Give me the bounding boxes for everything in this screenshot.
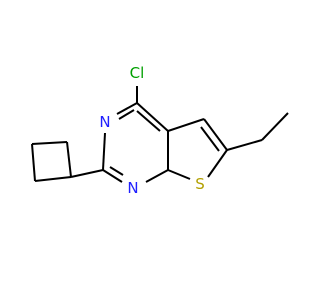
bond-c2-n1-inner	[109, 166, 124, 176]
bond-c2-cyclobutyl	[70, 169, 104, 178]
bonds	[31, 86, 289, 183]
bond-n1-c7a	[145, 169, 169, 183]
molecule-structure: Cl N N S	[31, 64, 289, 197]
bond-s-c7a	[167, 169, 191, 180]
bond-c3-c2t	[203, 118, 228, 151]
bond-c3a-c3	[167, 118, 205, 132]
bond-c3a-c4-inner	[136, 110, 161, 132]
bond-cyclobutane-1	[66, 141, 72, 178]
bond-c4-n3	[116, 102, 138, 115]
chlorine-label: Cl	[130, 64, 145, 82]
bond-n3-c2	[102, 132, 106, 171]
nitrogen-label-top: N	[99, 113, 110, 131]
bond-c3a-c4	[136, 102, 169, 132]
sulfur-label: S	[195, 175, 205, 193]
bond-c3-c2t-inner	[200, 126, 220, 152]
bond-cyclobutane-3	[31, 143, 36, 182]
bond-ethyl-1	[226, 139, 263, 151]
bond-c2t-s	[207, 149, 228, 178]
bond-ethyl-2	[261, 112, 289, 141]
bond-cyclobutane-2	[31, 141, 68, 145]
bond-c2-n1	[102, 169, 123, 183]
bond-cyclobutane-4	[34, 176, 72, 182]
bond-c4-n3-inner	[118, 109, 135, 120]
nitrogen-label-bottom: N	[127, 179, 138, 197]
atom-labels: Cl N N S	[99, 64, 204, 197]
